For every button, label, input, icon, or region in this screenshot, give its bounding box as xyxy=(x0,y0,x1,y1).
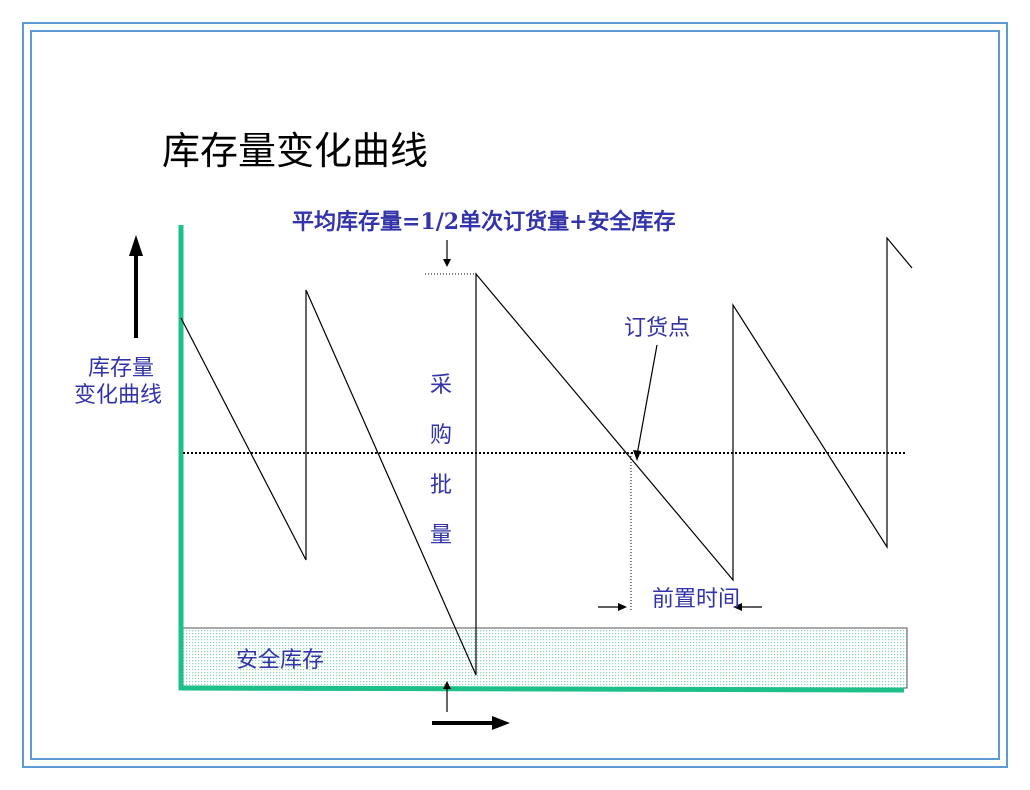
y-axis-label-line1: 库存量 xyxy=(88,356,154,381)
purchase-batch-char-1: 购 xyxy=(430,423,452,448)
outer-frame xyxy=(22,22,1008,768)
reorder-point-label: 订货点 xyxy=(624,316,690,341)
x-axis xyxy=(178,685,905,693)
safety-stock-label: 安全库存 xyxy=(236,648,324,673)
safety-stock-band xyxy=(180,627,908,689)
inner-frame xyxy=(30,30,1000,760)
inventory-curve xyxy=(180,236,913,676)
purchase-batch-char-3: 量 xyxy=(430,523,452,548)
y-axis-label-line2: 变化曲线 xyxy=(74,383,162,408)
purchase-batch-char-0: 采 xyxy=(430,373,452,398)
page-title: 库存量变化曲线 xyxy=(162,129,428,173)
formula-text: 平均库存量=1/2单次订货量+安全库存 xyxy=(292,209,676,235)
reorder-point-arrow xyxy=(636,344,658,456)
lead-time-label: 前置时间 xyxy=(652,587,740,612)
purchase-batch-char-2: 批 xyxy=(430,473,452,498)
